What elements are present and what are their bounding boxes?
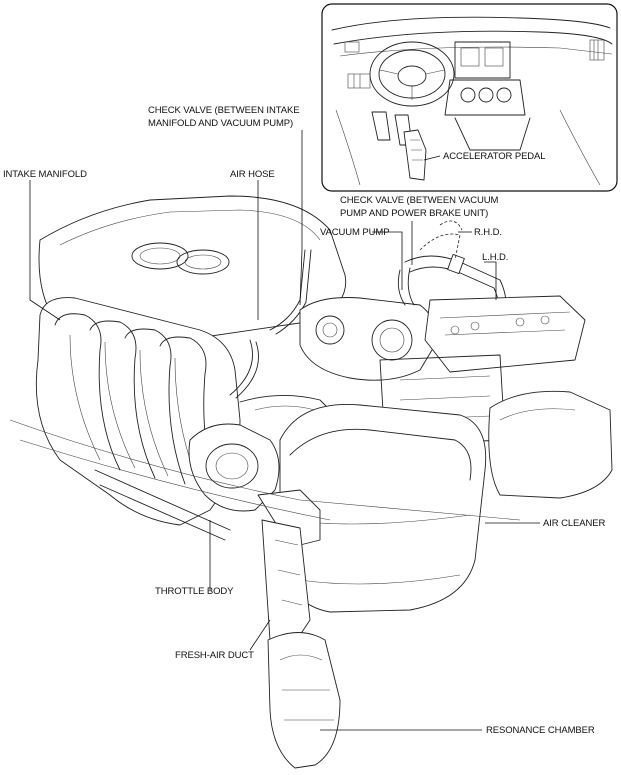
label-check-valve-intake-2: MANIFOLD AND VACUUM PUMP)	[148, 118, 293, 129]
resonance-chamber	[267, 632, 341, 769]
label-lhd: L.H.D.	[482, 252, 508, 263]
diagram-labels: CHECK VALVE (BETWEEN INTAKE MANIFOLD AND…	[3, 105, 606, 736]
air-cleaner	[279, 404, 487, 613]
battery-area	[379, 295, 586, 446]
label-air-cleaner: AIR CLEANER	[543, 518, 605, 529]
label-air-hose: AIR HOSE	[230, 169, 275, 180]
inset-frame	[321, 3, 618, 192]
label-check-valve-brake-1: CHECK VALVE (BETWEEN VACUUM	[340, 195, 498, 206]
label-check-valve-brake-2: PUMP AND POWER BRAKE UNIT)	[340, 208, 488, 219]
leader-lines	[29, 130, 540, 731]
label-fresh-air-duct: FRESH-AIR DUCT	[175, 650, 254, 661]
label-vacuum-pump: VACUUM PUMP	[320, 227, 389, 238]
throttle-body	[188, 395, 341, 512]
intake-manifold	[35, 297, 241, 541]
label-accelerator-pedal: ACCELERATOR PEDAL	[443, 151, 545, 162]
label-rhd: R.H.D.	[474, 227, 502, 238]
fresh-air-duct	[257, 489, 321, 651]
fuse-box	[488, 390, 613, 499]
cabin-inset	[321, 3, 618, 192]
label-throttle-body: THROTTLE BODY	[155, 586, 234, 597]
label-resonance-chamber: RESONANCE CHAMBER	[486, 725, 595, 736]
label-check-valve-intake-1: CHECK VALVE (BETWEEN INTAKE	[148, 105, 299, 116]
vacuum-pump	[299, 220, 508, 381]
label-intake-manifold: INTAKE MANIFOLD	[3, 169, 87, 180]
